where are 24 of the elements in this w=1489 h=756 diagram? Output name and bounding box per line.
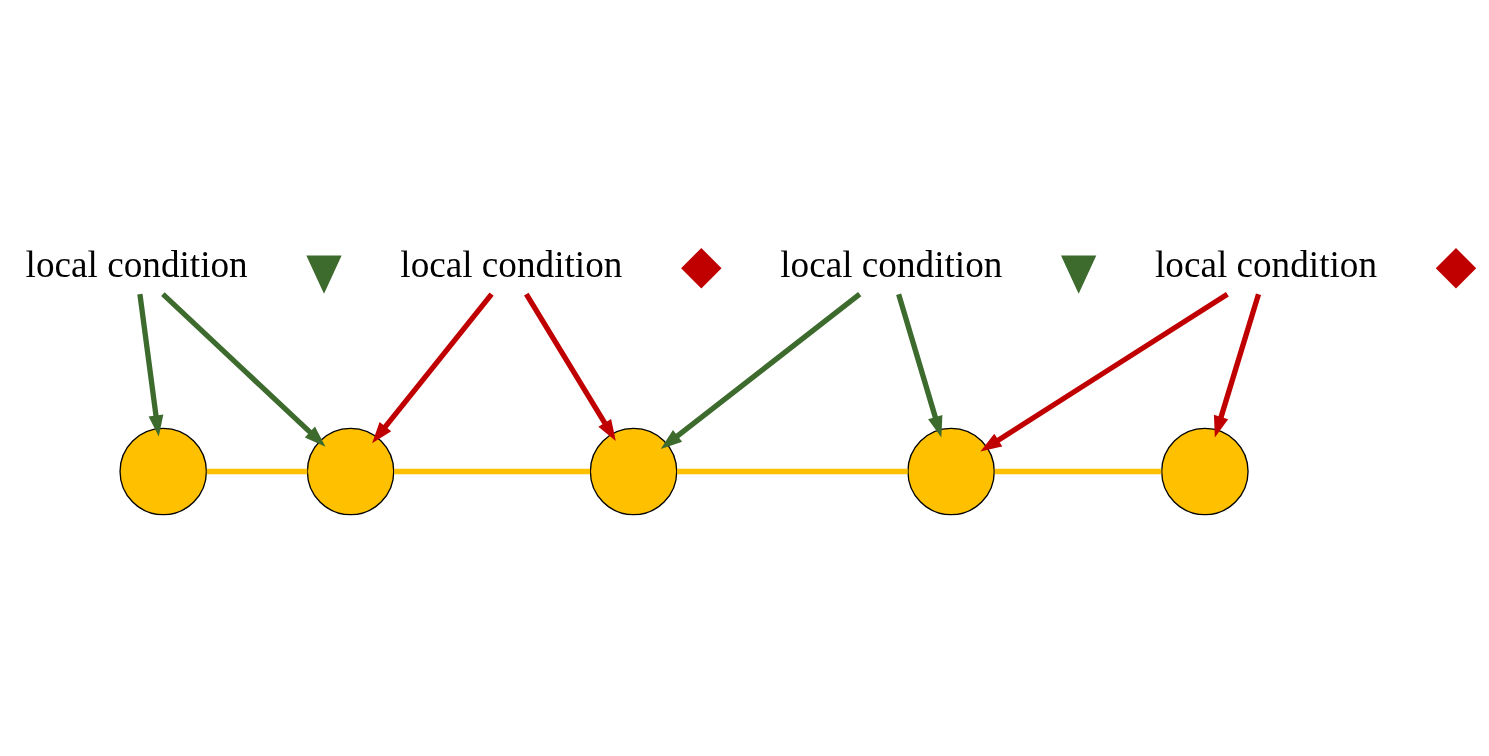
node-circle: [589, 427, 678, 515]
node-check: [306, 255, 342, 294]
node-text: local condition: [25, 243, 248, 285]
node-check: [1061, 255, 1097, 294]
node-cross: [1435, 247, 1477, 288]
node-circle: [907, 427, 995, 515]
arrow: [1213, 292, 1262, 437]
node-text: local condition: [400, 243, 623, 285]
connector: [206, 468, 308, 474]
arrow: [660, 291, 862, 449]
node-circle: [1161, 427, 1249, 515]
node-text: local condition: [1154, 243, 1378, 285]
node-circle: [119, 427, 208, 515]
connector: [394, 468, 591, 474]
arrow: [524, 292, 616, 441]
arrow: [980, 291, 1229, 452]
node-text: local condition: [780, 243, 1003, 285]
connector: [677, 468, 908, 474]
arrow: [137, 293, 164, 437]
connector: [994, 468, 1162, 474]
arrow: [372, 292, 494, 443]
node-cross: [681, 247, 722, 288]
arrow: [161, 291, 326, 447]
arrow: [896, 292, 943, 437]
